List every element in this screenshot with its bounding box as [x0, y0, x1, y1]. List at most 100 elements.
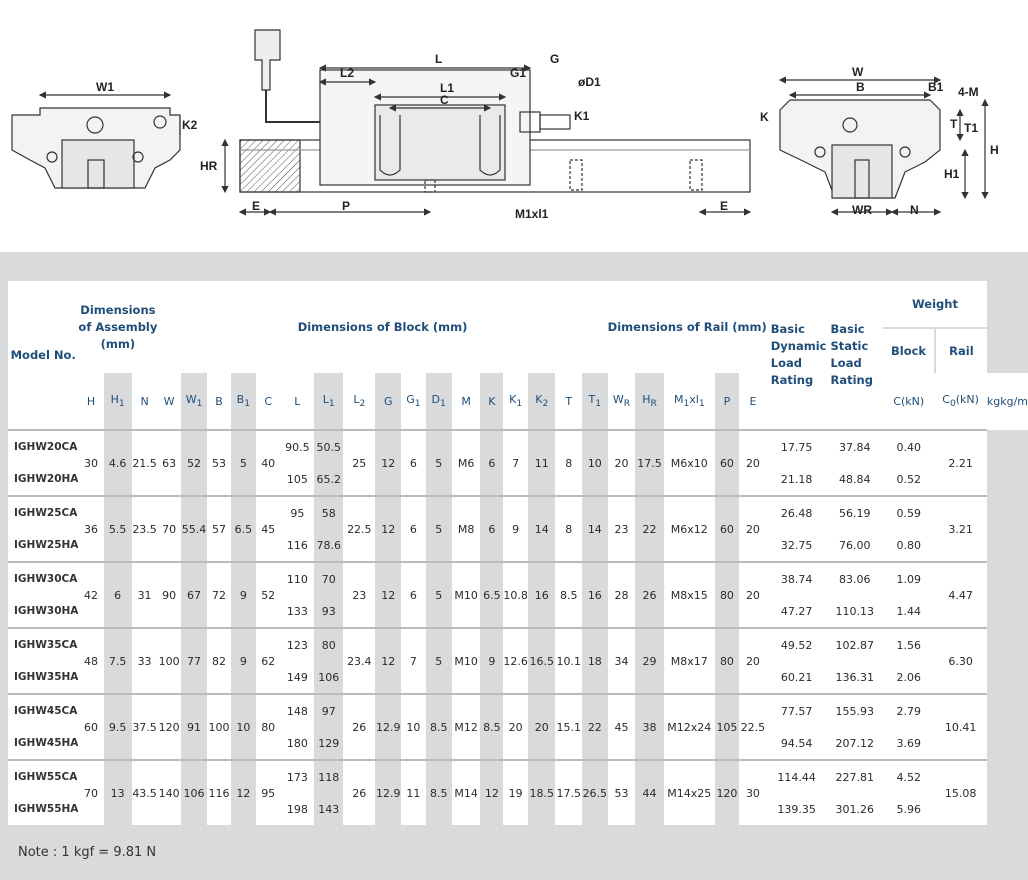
cell-c0-static: 136.31	[826, 661, 884, 694]
cell-block-weight: 0.40	[883, 429, 935, 463]
cell-c-dynamic: 49.52	[766, 627, 827, 661]
cell-d1: 5	[425, 561, 452, 628]
cell-k2: 16.5	[528, 627, 556, 694]
cell-h: 36	[78, 495, 104, 562]
cell-l2: 25	[343, 429, 376, 496]
cell-l: 110	[280, 561, 315, 595]
cell-c0-static: 155.93	[826, 693, 884, 727]
cell-m1xl1: M6x12	[663, 495, 715, 562]
left-end-view	[11, 91, 181, 189]
cell-m: M8	[451, 495, 481, 562]
cell-t: 15.1	[555, 693, 582, 760]
cell-e: 30	[739, 759, 767, 825]
side-view	[221, 29, 752, 216]
cell-c0-static: 37.84	[826, 429, 884, 463]
label-L1: L1	[440, 81, 454, 95]
cell-k1: 10.8	[503, 561, 529, 628]
cell-n: 37.5	[131, 693, 158, 760]
cell-w: 140	[157, 759, 181, 825]
col-header-w: W	[157, 373, 181, 430]
cell-t: 8	[555, 495, 582, 562]
cell-k1: 12.6	[503, 627, 529, 694]
cell-block-weight: 0.52	[883, 463, 935, 496]
cell-l1: 118	[314, 759, 344, 793]
cell-k: 6	[480, 495, 504, 562]
cell-w1: 67	[180, 561, 208, 628]
col-header-h1: H1	[103, 373, 132, 430]
cell-w1: 77	[180, 627, 208, 694]
label-HR: HR	[200, 159, 218, 173]
drawing-svg: W1 K2 L L2 G1 G L1 C øD1 K1 HR E P M1xl1…	[11, 29, 999, 221]
cell-h1: 9.5	[103, 693, 132, 760]
cell-e: 20	[739, 561, 767, 628]
cell-k: 8.5	[480, 693, 504, 760]
cell-h: 60	[78, 693, 104, 760]
cell-c-dynamic: 47.27	[766, 595, 827, 628]
cell-c-dynamic: 114.44	[766, 759, 827, 793]
header-rail: Dimensions of Rail (mm)	[607, 281, 767, 373]
cell-d1: 8.5	[425, 693, 452, 760]
cell-l1: 80	[314, 627, 344, 661]
col-header-g: G	[375, 373, 402, 430]
header-model: Model No.	[8, 281, 79, 430]
cell-b1: 6.5	[230, 495, 256, 562]
cell-k1: 20	[503, 693, 529, 760]
cell-d1: 5	[425, 495, 452, 562]
label-L2: L2	[340, 66, 354, 80]
col-header-c0kn: C0(kN)	[934, 373, 987, 430]
cell-c-dynamic: 32.75	[766, 529, 827, 562]
cell-c: 80	[255, 693, 281, 760]
cell-wr: 34	[607, 627, 636, 694]
cell-p: 80	[714, 627, 740, 694]
cell-k1: 7	[503, 429, 529, 496]
cell-d1: 5	[425, 429, 452, 496]
cell-l2: 22.5	[343, 495, 376, 562]
cell-t: 8.5	[555, 561, 582, 628]
cell-hr: 44	[635, 759, 664, 825]
cell-l2: 26	[343, 759, 376, 825]
cell-t1: 22	[581, 693, 608, 760]
cell-g1: 10	[401, 693, 426, 760]
label-W: W	[852, 65, 864, 79]
cell-l1: 58	[314, 495, 344, 529]
cell-block-weight: 0.59	[883, 495, 935, 529]
col-header-k1: K1	[503, 373, 529, 430]
col-header-b1: B1	[230, 373, 256, 430]
cell-c0-static: 102.87	[826, 627, 884, 661]
cell-hr: 17.5	[635, 429, 664, 496]
cell-block-weight: 5.96	[883, 793, 935, 825]
cell-b: 53	[207, 429, 231, 496]
cell-b1: 12	[230, 759, 256, 825]
cell-l: 198	[280, 793, 315, 825]
cell-rail-weight: 4.47	[934, 561, 987, 628]
cell-l: 173	[280, 759, 315, 793]
label-K: K	[760, 110, 769, 124]
cell-c-dynamic: 77.57	[766, 693, 827, 727]
cell-m: M14	[451, 759, 481, 825]
cell-w1: 55.4	[180, 495, 208, 562]
cell-k: 12	[480, 759, 504, 825]
cell-c0-static: 76.00	[826, 529, 884, 562]
label-W1: W1	[96, 80, 114, 94]
cell-b: 100	[207, 693, 231, 760]
cell-m1xl1: M8x15	[663, 561, 715, 628]
cell-h1: 7.5	[103, 627, 132, 694]
cell-c: 45	[255, 495, 281, 562]
cell-m: M12	[451, 693, 481, 760]
cell-c0-static: 56.19	[826, 495, 884, 529]
cell-c-dynamic: 26.48	[766, 495, 827, 529]
cell-e: 22.5	[739, 693, 767, 760]
cell-p: 60	[714, 495, 740, 562]
col-header-m: M	[451, 373, 481, 430]
cell-w1: 106	[180, 759, 208, 825]
cell-k2: 11	[528, 429, 556, 496]
cell-l2: 26	[343, 693, 376, 760]
col-header-k: K	[480, 373, 504, 430]
cell-d1: 5	[425, 627, 452, 694]
cell-l: 90.5	[280, 429, 315, 463]
label-B: B	[856, 80, 865, 94]
cell-b: 82	[207, 627, 231, 694]
